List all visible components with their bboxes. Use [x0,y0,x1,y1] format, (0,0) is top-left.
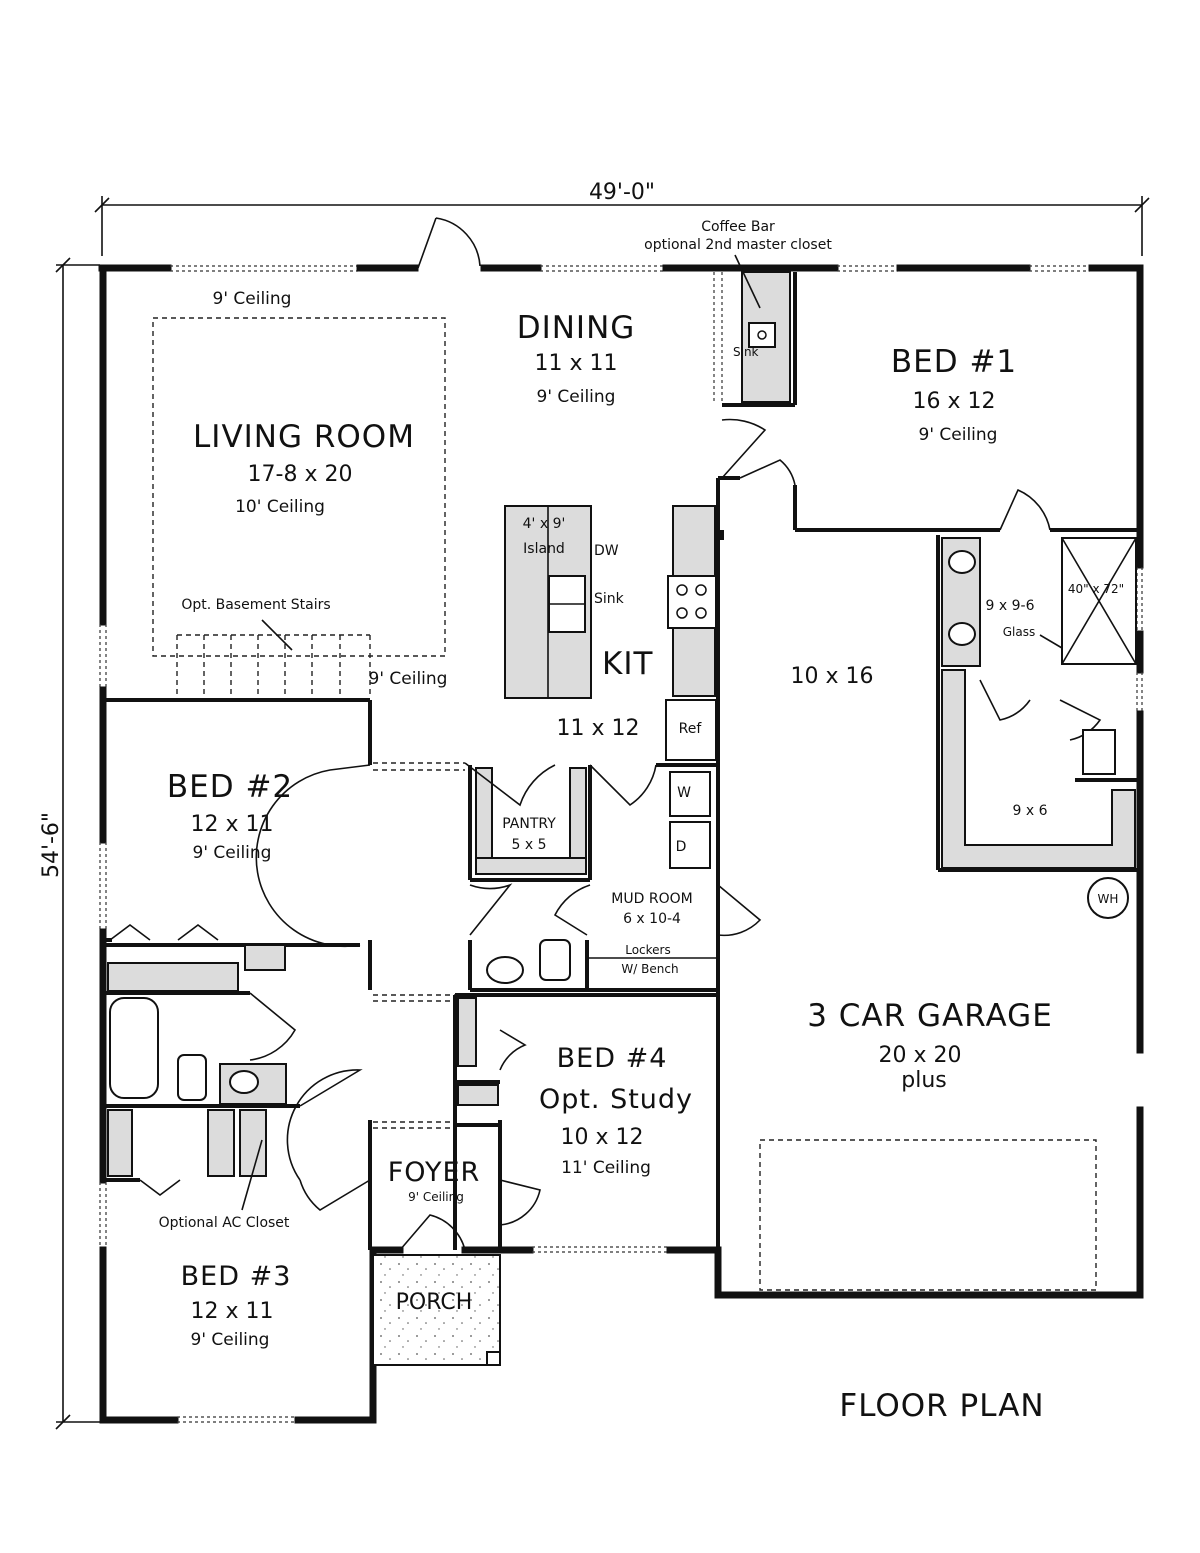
depth-dimension: 54'-6" [39,812,64,878]
hall-bath-fixtures [107,944,287,1211]
dining-size: 11 x 11 [535,351,618,376]
pantry-size: 5 x 5 [512,837,547,853]
width-dimension: 49'-0" [589,180,655,205]
bed1-ceiling: 9' Ceiling [919,425,998,445]
wic-size: 9 x 6 [1013,803,1048,819]
master-bath-size: 9 x 9-6 [986,598,1035,614]
shower-glass-label: Glass [1003,625,1036,639]
bench-label: W/ Bench [621,962,678,976]
bed4-title: BED #4 [557,1043,668,1074]
exterior-walls [98,264,1144,1424]
depth-dimension-line [55,257,100,1430]
porch-slab [372,1254,501,1366]
garage-title: 3 CAR GARAGE [807,998,1053,1034]
living-ceiling: 10' Ceiling [235,497,325,517]
master-bath-fixtures [941,537,1140,869]
bed4-subtitle: Opt. Study [539,1084,693,1115]
living-size: 17-8 x 20 [248,462,353,487]
kitchen-size: 11 x 12 [557,716,640,741]
kitchen-title: KIT [602,646,653,682]
bed4-size: 10 x 12 [561,1125,644,1150]
upper-ceiling-note: 9' Ceiling [213,289,292,309]
water-heater [1087,877,1129,919]
bed3-title: BED #3 [181,1261,292,1292]
coffee-bar-label: Coffee Bar [701,219,775,235]
shower-size: 40" x 72" [1068,582,1124,596]
bed2-ceiling: 9' Ceiling [193,843,272,863]
dining-ceiling: 9' Ceiling [537,387,616,407]
living-title: LIVING ROOM [193,419,415,455]
bed2-size: 12 x 11 [191,812,274,837]
dishwasher-label: DW [594,543,619,559]
island-size: 4' x 9' [523,516,566,532]
washer-label: W [677,785,691,801]
bed3-ceiling: 9' Ceiling [191,1330,270,1350]
kitchen-ceiling: 9' Ceiling [369,669,448,689]
bed1-size: 16 x 12 [913,389,996,414]
master-closet-size: 10 x 16 [791,664,874,689]
foyer-title: FOYER [388,1157,481,1188]
front-door-swing [417,217,481,269]
interior-walls [106,476,1140,1250]
kitchen-sink-label: Sink [594,591,625,607]
bed4-ceiling: 11' Ceiling [561,1158,651,1178]
ac-closet-label: Optional AC Closet [159,1215,290,1231]
powder-fixtures [486,939,571,984]
refrigerator-label: Ref [679,721,703,737]
bed2-title: BED #2 [167,769,293,805]
pantry-title: PANTRY [502,816,556,832]
mud-room-title: MUD ROOM [611,891,692,907]
living-tray-ceiling [152,317,446,657]
dining-title: DINING [517,310,636,346]
basement-stairs [176,619,371,698]
bed3-size: 12 x 11 [191,1299,274,1324]
kitchen-fixtures [504,505,717,869]
coffee-bar [713,254,797,407]
bed1-title: BED #1 [891,344,1017,380]
porch-title: PORCH [396,1290,473,1315]
coffee-sink-label: Sink [733,345,759,359]
mud-room-size: 6 x 10-4 [623,911,681,927]
plan-title: FLOOR PLAN [839,1388,1044,1424]
width-dimension-line [94,196,1150,256]
basement-stairs-label: Opt. Basement Stairs [181,597,330,613]
garage-plus: plus [901,1068,946,1093]
dryer-label: D [676,839,687,855]
coffee-bar-note: optional 2nd master closet [644,237,832,253]
island-label: Island [523,541,565,557]
garage-door [759,1139,1097,1291]
garage-size: 20 x 20 [879,1043,962,1068]
lockers-label: Lockers [625,943,671,957]
water-heater-label: WH [1098,892,1119,906]
foyer-ceiling: 9' Ceiling [408,1190,464,1204]
porch-post [486,1351,501,1366]
